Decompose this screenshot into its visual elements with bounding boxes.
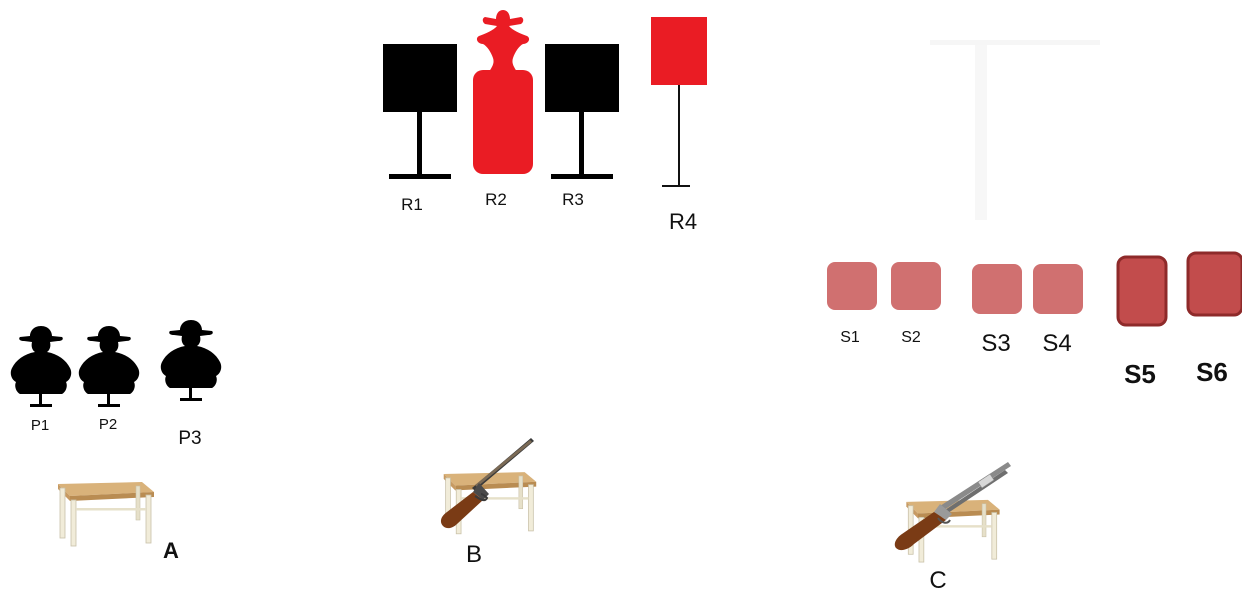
target-label-p3: P3 [178,428,201,449]
background-smudge [930,40,1100,45]
station-a: A [57,481,179,563]
target-label-p1: P1 [31,417,49,434]
rounded-plate-icon [827,262,877,310]
cowboy-silhouette-steel-icon [473,10,533,174]
target-label-s2: S2 [901,329,921,346]
pistol-targets: P1 P2 P3 [10,320,222,449]
target-label-s5: S5 [1124,359,1156,389]
shotgun-targets: S1 S2 S3 S4 S5 S6 [827,251,1242,389]
table-icon [57,481,155,547]
rifle-targets: R1 R2 R3 R4 [383,10,707,234]
station-c: C [893,461,1012,591]
target-label-s3: S3 [981,330,1010,357]
flag-steel-on-pole-icon [651,17,707,187]
cowboy-silhouette-icon [160,320,222,401]
rounded-plate-dark-icon [1186,251,1242,317]
rounded-plate-icon [972,264,1022,314]
station-label-a: A [163,538,179,563]
rounded-plate-icon [891,262,941,310]
table-icon [443,471,537,535]
station-label-b: B [466,541,482,568]
target-label-s6: S6 [1196,357,1228,387]
target-label-r2: R2 [485,190,507,209]
shooting-stations: A B C [57,437,1012,591]
station-label-c: C [929,567,946,591]
target-label-s4: S4 [1042,330,1071,357]
background-smudge [975,45,987,220]
cowboy-silhouette-icon [10,326,72,407]
target-label-r4: R4 [669,209,697,234]
rounded-plate-icon [1033,264,1083,314]
target-label-p2: P2 [99,416,117,433]
target-label-r1: R1 [401,195,423,214]
station-b: B [439,437,537,568]
target-label-s1: S1 [840,329,860,346]
square-steel-on-stand-icon [383,44,457,179]
target-label-r3: R3 [562,190,584,209]
rounded-plate-dark-icon [1116,255,1168,327]
square-steel-on-stand-icon [545,44,619,179]
cowboy-silhouette-icon [78,326,140,407]
